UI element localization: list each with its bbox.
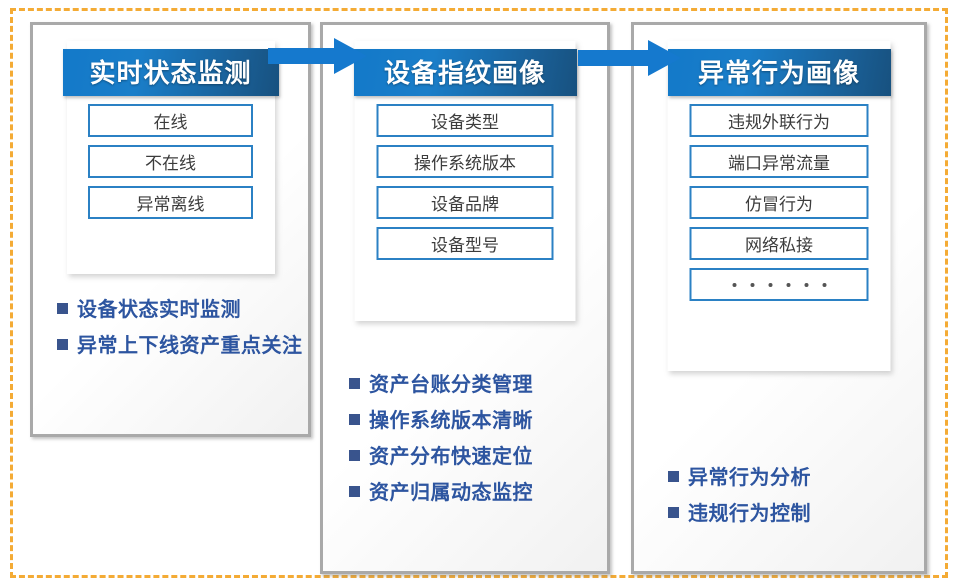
square-bullet-icon — [349, 378, 360, 389]
bullet-label: 异常行为分析 — [688, 467, 811, 489]
stage-header-bar: 设备指纹画像 — [353, 49, 577, 96]
stage-panel-abnormal-behavior: 异常行为画像 违规外联行为 端口异常流量 仿冒行为 网络私接 异常行为分析 违规… — [631, 22, 927, 574]
bullet-label: 操作系统版本清晰 — [369, 410, 533, 432]
square-bullet-icon — [57, 303, 68, 314]
stage-panel-real-time-status: 实时状态监测 在线 不在线 异常离线 设备状态实时监测 异常上下线资产重点关注 — [30, 22, 311, 437]
stage-title: 设备指纹画像 — [383, 57, 546, 88]
stage-panel-device-fingerprint: 设备指纹画像 设备类型 操作系统版本 设备品牌 设备型号 资产台账分类管理 操作… — [320, 22, 610, 574]
square-bullet-icon — [349, 414, 360, 425]
item-box[interactable]: 在线 — [88, 104, 253, 137]
stage-bullet-list: 设备状态实时监测 异常上下线资产重点关注 — [57, 297, 307, 369]
bullet-label: 设备状态实时监测 — [77, 299, 241, 321]
arrow-col1-to-col2-icon — [268, 36, 368, 76]
square-bullet-icon — [57, 339, 68, 350]
bullet-item: 异常上下线资产重点关注 — [57, 333, 307, 360]
arrow-col2-to-col3-icon — [578, 38, 682, 78]
dot — [822, 282, 826, 287]
stage-item-list: 设备类型 操作系统版本 设备品牌 设备型号 — [355, 104, 576, 260]
ellipsis-dots-icon — [732, 282, 826, 287]
bullet-item: 设备状态实时监测 — [57, 297, 307, 324]
stage-header-bar: 异常行为画像 — [667, 49, 891, 96]
dot — [804, 282, 808, 287]
bullet-item: 异常行为分析 — [668, 465, 918, 492]
square-bullet-icon — [349, 450, 360, 461]
item-box[interactable]: 操作系统版本 — [376, 145, 554, 178]
item-box[interactable]: 异常离线 — [88, 186, 253, 219]
stage-item-list: 违规外联行为 端口异常流量 仿冒行为 网络私接 — [668, 104, 891, 301]
item-box[interactable]: 设备型号 — [376, 227, 554, 260]
stage-card: 实时状态监测 在线 不在线 异常离线 — [62, 41, 279, 274]
bullet-label: 异常上下线资产重点关注 — [77, 335, 303, 357]
item-box[interactable]: 违规外联行为 — [689, 104, 869, 137]
bullet-item: 违规行为控制 — [668, 501, 918, 528]
dot — [768, 282, 772, 287]
item-box[interactable]: 仿冒行为 — [689, 186, 869, 219]
bullet-item: 操作系统版本清晰 — [349, 408, 607, 435]
stage-card: 异常行为画像 违规外联行为 端口异常流量 仿冒行为 网络私接 — [667, 41, 891, 371]
item-box[interactable]: 不在线 — [88, 145, 253, 178]
bullet-label: 资产台账分类管理 — [369, 374, 533, 396]
stage-title: 异常行为画像 — [697, 57, 860, 88]
stage-title: 实时状态监测 — [89, 57, 252, 88]
item-box[interactable]: 设备品牌 — [376, 186, 554, 219]
item-box-ellipsis[interactable] — [689, 268, 869, 301]
bullet-item: 资产分布快速定位 — [349, 444, 607, 471]
item-box[interactable]: 设备类型 — [376, 104, 554, 137]
dot — [732, 282, 736, 287]
bullet-item: 资产台账分类管理 — [349, 372, 607, 399]
square-bullet-icon — [668, 471, 679, 482]
bullet-item: 资产归属动态监控 — [349, 480, 607, 507]
stage-bullet-list: 资产台账分类管理 操作系统版本清晰 资产分布快速定位 资产归属动态监控 — [349, 372, 607, 516]
item-box[interactable]: 网络私接 — [689, 227, 869, 260]
stage-header-bar: 实时状态监测 — [62, 49, 279, 96]
bullet-label: 违规行为控制 — [688, 503, 811, 525]
dot — [786, 282, 790, 287]
stage-item-list: 在线 不在线 异常离线 — [67, 104, 275, 219]
item-box[interactable]: 端口异常流量 — [689, 145, 869, 178]
square-bullet-icon — [668, 507, 679, 518]
stage-bullet-list: 异常行为分析 违规行为控制 — [668, 465, 918, 537]
dot — [750, 282, 754, 287]
bullet-label: 资产分布快速定位 — [369, 446, 533, 468]
square-bullet-icon — [349, 486, 360, 497]
bullet-label: 资产归属动态监控 — [369, 482, 533, 504]
stage-card: 设备指纹画像 设备类型 操作系统版本 设备品牌 设备型号 — [353, 41, 577, 321]
